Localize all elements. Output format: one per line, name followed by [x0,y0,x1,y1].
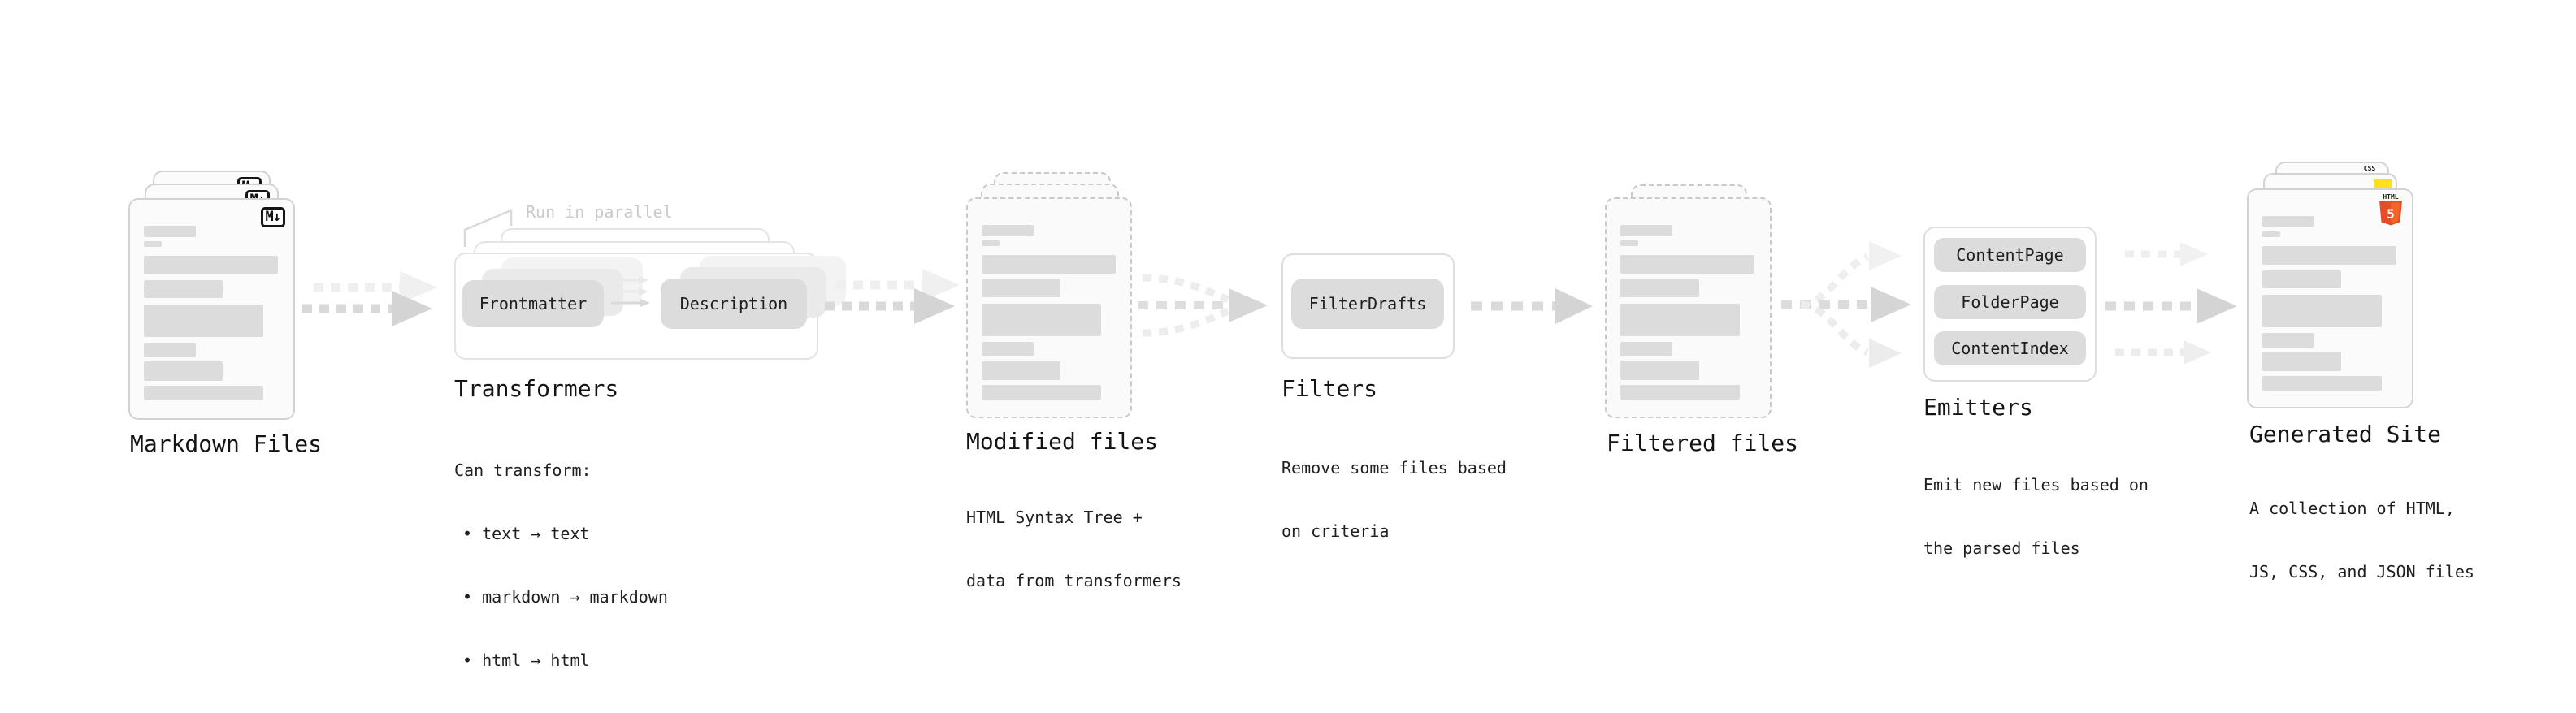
doc-placeholder-bar [1620,225,1672,236]
doc-placeholder-bar [1620,304,1740,336]
desc-line: on criteria [1281,521,1390,541]
html5-icon-label: HTML [2383,193,2399,201]
doc-placeholder-bar [2262,352,2341,371]
pipeline-diagram: M↓ M↓ M↓ Markdown Files Run in parallel [128,162,2474,670]
doc-placeholder-bar [144,280,223,298]
doc-placeholder-bar [982,385,1101,400]
arrow-transformers-to-modified [825,264,963,327]
doc-placeholder-bar [2262,270,2341,288]
doc-placeholder-bar [2262,333,2314,348]
folderpage-pill: FolderPage [1934,285,2086,319]
filterdrafts-pill: FilterDrafts [1291,279,1444,329]
markdown-icon: M↓ [260,207,285,227]
doc-placeholder-bar [982,361,1060,380]
back-dashed-arrow [314,271,437,304]
doc-placeholder-bar [1620,255,1754,274]
doc-placeholder-bar [1620,385,1740,400]
run-in-parallel-leader-line [454,200,529,250]
svg-text:5: 5 [2387,206,2395,222]
filtered-file-card-front [1605,197,1772,418]
transformer-parallel-arrows [609,274,655,310]
html5-icon: HTML 5 [2379,193,2402,226]
desc-line: • markdown → markdown [462,587,668,607]
javascript-icon [2374,179,2392,190]
doc-placeholder-bar [2262,246,2396,265]
stage-label-modified-files: Modified files [966,428,1159,455]
doc-placeholder-bar [982,304,1101,336]
doc-placeholder-bar [2262,295,2382,327]
doc-placeholder-bar [982,342,1034,356]
stage-desc-transformers: Can transform: • text → text • markdown … [454,417,668,713]
markdown-file-card-front: M↓ [128,198,295,420]
modified-file-card-front [966,197,1132,418]
doc-placeholder-bar [2262,216,2314,227]
stage-desc-emitters: Emit new files based on the parsed files [1923,432,2149,601]
front-dashed-arrow [302,291,432,326]
doc-placeholder-bar [2262,376,2382,391]
desc-line: the parsed files [1923,538,2080,558]
stage-label-transformers: Transformers [454,375,619,402]
stage-label-filtered-files: Filtered files [1607,430,1799,456]
desc-line: HTML Syntax Tree + [966,508,1143,527]
desc-line: JS, CSS, and JSON files [2249,562,2474,581]
doc-placeholder-bar [2262,231,2280,237]
arrow-modified-to-filters [1134,266,1273,344]
desc-line: data from transformers [966,571,1182,590]
doc-placeholder-bar [144,361,223,381]
stage-desc-generated-site: A collection of HTML, JS, CSS, and JSON … [2249,456,2474,624]
desc-line: Can transform: [454,460,592,480]
stage-desc-modified-files: HTML Syntax Tree + data from transformer… [966,465,1182,633]
doc-placeholder-bar [144,256,278,274]
stage-label-markdown-files: Markdown Files [130,430,323,457]
stage-label-filters: Filters [1281,375,1378,402]
desc-line: A collection of HTML, [2249,499,2455,518]
doc-placeholder-bar [144,241,162,247]
contentindex-pill: ContentIndex [1934,331,2086,365]
html5-shield: 5 [2379,201,2402,226]
desc-line: • html → html [462,650,590,670]
arrow-markdown-to-transformers [302,266,440,330]
desc-line: Emit new files based on [1923,475,2149,495]
doc-placeholder-bar [1620,279,1699,297]
doc-placeholder-bar [144,343,196,357]
doc-placeholder-bar [982,279,1060,297]
frontmatter-pill: Frontmatter [462,280,604,327]
arrow-filters-to-filtered [1471,285,1594,327]
stage-desc-filters: Remove some files based on criteria [1281,415,1507,584]
doc-placeholder-bar [982,225,1034,236]
stage-label-generated-site: Generated Site [2249,421,2442,447]
doc-placeholder-bar [1620,342,1672,356]
description-pill: Description [661,279,807,329]
doc-placeholder-bar [1620,240,1638,246]
css-icon-label: CSS [2363,165,2376,172]
doc-placeholder-bar [1620,361,1699,380]
doc-placeholder-bar [144,305,263,337]
contentpage-pill: ContentPage [1934,238,2086,272]
stage-label-emitters: Emitters [1923,394,2033,421]
desc-line: Remove some files based [1281,458,1507,477]
doc-placeholder-bar [144,226,196,237]
doc-placeholder-bar [144,386,263,400]
generated-file-card-front: HTML 5 [2247,188,2413,408]
run-in-parallel-note: Run in parallel [526,202,673,222]
desc-line: • text → text [462,524,590,543]
doc-placeholder-bar [982,255,1116,274]
arrow-filtered-to-emitters [1780,240,1918,374]
arrow-emitters-to-generated [2105,240,2242,370]
doc-placeholder-bar [982,240,1000,246]
